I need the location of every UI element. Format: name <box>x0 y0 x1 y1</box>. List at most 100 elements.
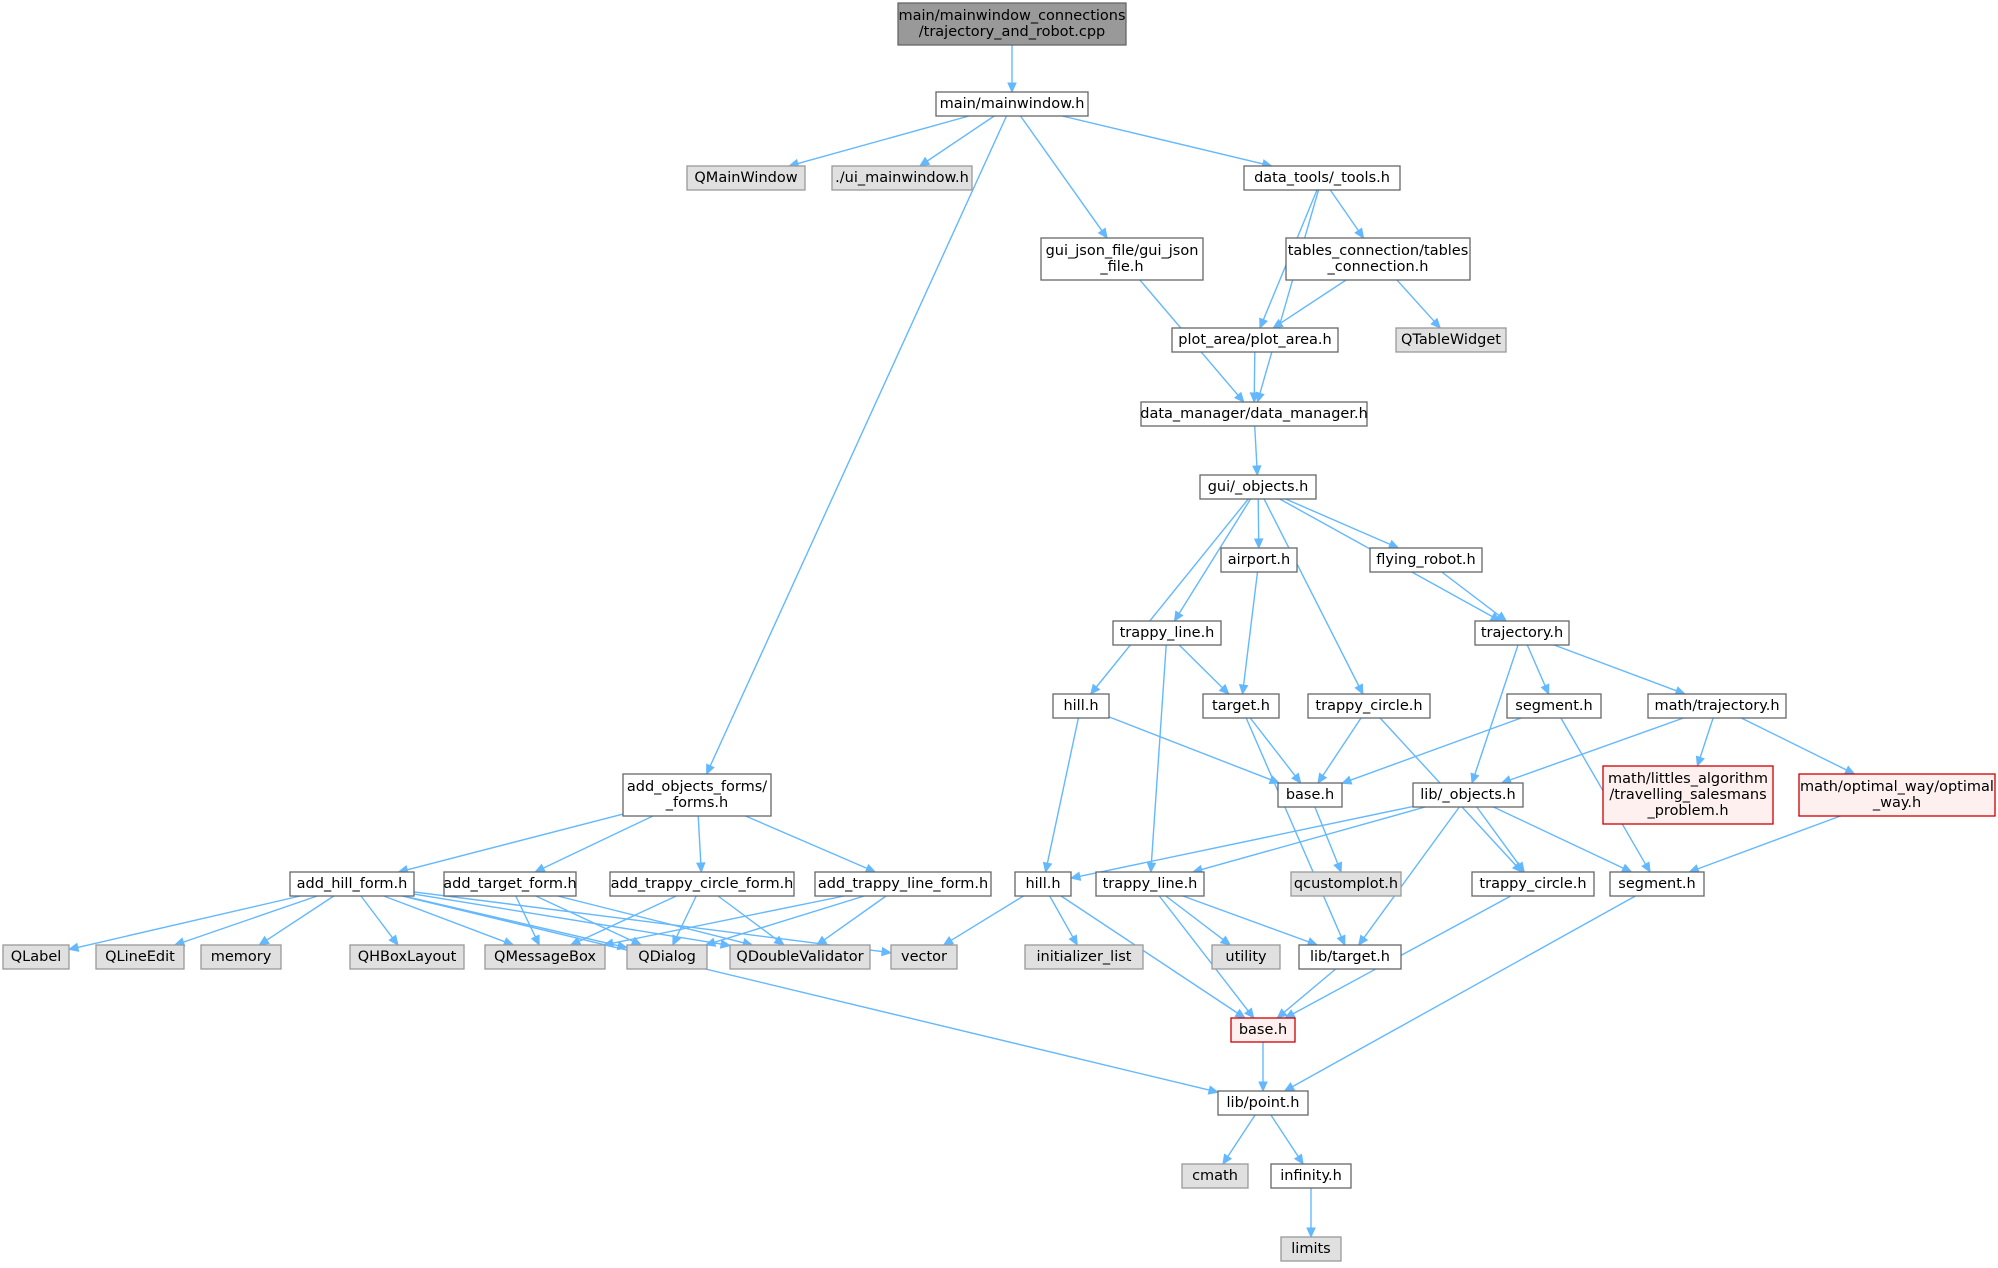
node-label: tables_connection/tables <box>1288 243 1469 259</box>
node-qdialog[interactable]: QDialog <box>626 944 708 970</box>
edge-trappy_line_h_lib-to-lib_target_h <box>1182 895 1319 947</box>
node-box <box>1474 620 1570 646</box>
node-data-tools-h[interactable]: data_tools/_tools.h <box>1243 165 1401 191</box>
edge-arrowhead <box>704 937 717 947</box>
edge-line <box>407 813 624 871</box>
node-vector[interactable]: vector <box>890 944 958 970</box>
node-utility[interactable]: utility <box>1211 944 1281 970</box>
node-limits[interactable]: limits <box>1280 1236 1342 1262</box>
node-box <box>1471 871 1595 897</box>
edge-arrowhead <box>1291 772 1302 784</box>
edge-arrowhead <box>1293 1153 1304 1166</box>
node-qhboxlayout[interactable]: QHBoxLayout <box>349 944 465 970</box>
edge-mainwindow_h-to-add_objects_forms_h <box>706 115 1008 776</box>
node-label: base.h <box>1286 787 1334 803</box>
edge-flying_robot_h-to-trajectory_h <box>1441 571 1508 622</box>
edge-arrowhead <box>1068 934 1078 947</box>
node-label: _forms.h <box>665 795 728 811</box>
node-add-objects-forms-h[interactable]: add_objects_forms/_forms.h <box>622 773 772 817</box>
node-cmath[interactable]: cmath <box>1181 1163 1249 1189</box>
edge-gui_objects_h-to-trappy_line_h_gui <box>1173 498 1252 623</box>
node-base-h-lib[interactable]: base.h <box>1230 1017 1296 1043</box>
node-gui-objects-h[interactable]: gui/_objects.h <box>1199 474 1317 500</box>
node-memory[interactable]: memory <box>200 944 282 970</box>
edge-add_hill_form_h-to-lib_point_h <box>401 895 1220 1095</box>
node-label: memory <box>211 949 272 965</box>
node-box <box>1052 693 1110 719</box>
node-plot-area-h[interactable]: plot_area/plot_area.h <box>1171 327 1339 353</box>
edge-target_h_gui-to-base_h_gui <box>1249 717 1302 784</box>
node-segment-h-lib[interactable]: segment.h <box>1609 871 1705 897</box>
node-trappy-line-h-gui[interactable]: trappy_line.h <box>1112 620 1222 646</box>
edge-trappy_line_h_gui-to-trappy_line_h_lib <box>1146 644 1167 874</box>
node-label: add_target_form.h <box>443 876 577 892</box>
node-gui-json-file-h[interactable]: gui_json_file/gui_json_file.h <box>1040 237 1204 281</box>
node-add-target-form-h[interactable]: add_target_form.h <box>443 871 577 897</box>
edge-line <box>413 893 722 945</box>
node-data-manager-h[interactable]: data_manager/data_manager.h <box>1140 401 1368 427</box>
node-add-trappy-circle-form-h[interactable]: add_trappy_circle_form.h <box>609 871 795 897</box>
edge-trappy_line_h_lib-to-utility <box>1165 895 1232 946</box>
node-label: _connection.h <box>1327 259 1429 275</box>
node-label: target.h <box>1212 698 1270 714</box>
node-segment-h-gui[interactable]: segment.h <box>1506 693 1602 719</box>
node-qlabel[interactable]: QLabel <box>2 944 70 970</box>
node-trappy-circle-h-lib[interactable]: trappy_circle.h <box>1471 871 1595 897</box>
node-qcustomplot-h[interactable]: qcustomplot.h <box>1290 871 1402 897</box>
node-optimal-way-h[interactable]: math/optimal_way/optimal_way.h <box>1798 773 1996 817</box>
node-box <box>626 944 708 970</box>
node-box <box>1506 693 1602 719</box>
edge-arrowhead <box>1620 863 1633 873</box>
node-box <box>831 165 973 191</box>
node-add-trappy-line-form-h[interactable]: add_trappy_line_form.h <box>814 871 992 897</box>
node-trajectory-h[interactable]: trajectory.h <box>1474 620 1570 646</box>
node-root[interactable]: main/mainwindow_connections/trajectory_a… <box>897 2 1127 46</box>
node-ui-mainwindow-h[interactable]: ./ui_mainwindow.h <box>831 165 973 191</box>
edge-line <box>1150 644 1167 864</box>
node-label: main/mainwindow.h <box>940 96 1085 112</box>
node-target-h-gui[interactable]: target.h <box>1202 693 1280 719</box>
node-tables-connection-h[interactable]: tables_connection/tables_connection.h <box>1285 237 1471 281</box>
edge-arrowhead <box>1218 683 1230 695</box>
edge-line <box>1259 189 1320 394</box>
edge-line <box>1740 717 1847 771</box>
node-label: airport.h <box>1228 552 1290 568</box>
node-qmessagebox[interactable]: QMessageBox <box>484 944 606 970</box>
edge-line <box>515 895 537 938</box>
edge-arrowhead <box>388 934 399 946</box>
node-trappy-line-h-lib[interactable]: trappy_line.h <box>1095 871 1205 897</box>
node-label: QTableWidget <box>1401 332 1501 348</box>
edge-arrowhead <box>881 946 893 957</box>
edge-line <box>1019 115 1103 232</box>
node-qmainwindow[interactable]: QMainWindow <box>686 165 806 191</box>
node-lib-target-h[interactable]: lib/target.h <box>1298 944 1402 970</box>
edge-root-to-mainwindow_h <box>1007 45 1017 94</box>
edge-trappy_line_h_gui-to-target_h_gui <box>1178 644 1230 695</box>
edge-arrowhead <box>815 935 828 946</box>
node-initializer-list[interactable]: initializer_list <box>1024 944 1144 970</box>
node-math-trajectory-h[interactable]: math/trajectory.h <box>1647 693 1787 719</box>
node-flying-robot-h[interactable]: flying_robot.h <box>1369 547 1483 573</box>
node-lib-point-h[interactable]: lib/point.h <box>1217 1090 1309 1116</box>
edge-line <box>413 891 883 953</box>
node-mainwindow-h[interactable]: main/mainwindow.h <box>935 91 1089 117</box>
node-trappy-circle-h-gui[interactable]: trappy_circle.h <box>1307 693 1431 719</box>
node-littles-h[interactable]: math/littles_algorithm/travelling_salesm… <box>1602 765 1774 825</box>
node-qdoublevalidator[interactable]: QDoubleValidator <box>729 944 871 970</box>
node-lib-objects-h[interactable]: lib/_objects.h <box>1412 782 1524 808</box>
node-base-h-gui[interactable]: base.h <box>1277 782 1343 808</box>
node-infinity-h[interactable]: infinity.h <box>1270 1163 1352 1189</box>
edge-arrowhead <box>1430 317 1442 329</box>
edge-arrowhead <box>1340 775 1353 785</box>
node-hill-h-gui[interactable]: hill.h <box>1052 693 1110 719</box>
edge-add_objects_forms_h-to-add_hill_form_h <box>397 813 624 875</box>
node-label: /trajectory_and_robot.cpp <box>919 24 1105 40</box>
node-add-hill-form-h[interactable]: add_hill_form.h <box>289 871 415 897</box>
node-hill-h-lib[interactable]: hill.h <box>1014 871 1072 897</box>
edge-add_hill_form_h-to-qdoublevalidator <box>413 893 732 949</box>
node-qlineedit[interactable]: QLineEdit <box>95 944 185 970</box>
edge-arrowhead <box>1233 391 1245 403</box>
node-airport-h[interactable]: airport.h <box>1220 547 1298 573</box>
node-qtablewidget[interactable]: QTableWidget <box>1395 327 1507 353</box>
edge-line <box>383 895 506 943</box>
